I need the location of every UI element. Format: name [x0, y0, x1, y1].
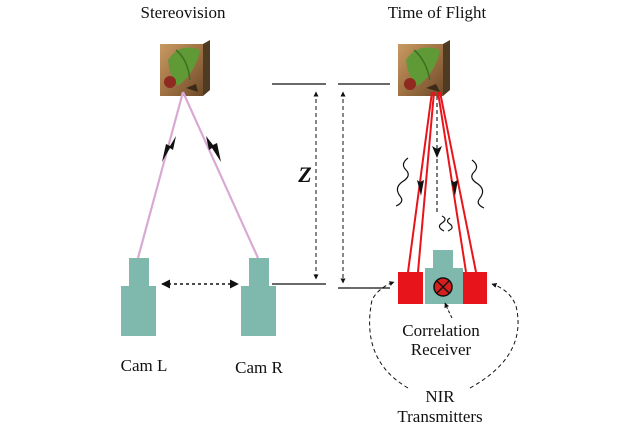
receiver-label-line2: Receiver [411, 340, 472, 359]
camera-left [121, 258, 156, 336]
receiver-label-line1: Correlation [402, 321, 480, 340]
transmitters-label-line1: NIR [425, 387, 455, 406]
transmitter-pointer-left [369, 281, 409, 389]
stereo-ray-arrow-right [206, 136, 221, 162]
tof-ray-arrow-right [451, 180, 458, 196]
tof-ray-arrow-center [432, 146, 442, 158]
nir-wave-squiggles [395, 157, 485, 232]
scene-photo-left [160, 40, 210, 96]
cam-left-label: Cam L [121, 356, 168, 375]
transmitter-pointer-right [469, 283, 519, 389]
stereo-ray-arrow-left [162, 136, 176, 162]
nir-transmitter-left [398, 272, 423, 304]
stereovision-heading: Stereovision [141, 3, 226, 22]
transmitters-label-line2: Transmitters [397, 407, 482, 426]
receiver-pointer [444, 302, 453, 319]
time-of-flight-heading: Time of Flight [388, 3, 487, 22]
cam-right-label: Cam R [235, 358, 283, 377]
scene-photo-right [398, 40, 450, 96]
tof-ray-arrow-left [417, 180, 424, 196]
distance-z-label: Z [297, 162, 311, 187]
nir-transmitter-right [462, 272, 487, 304]
correlation-receiver [425, 250, 463, 304]
camera-right [241, 258, 276, 336]
stereo-rays [136, 91, 260, 259]
distance-z-indicator [272, 83, 390, 289]
